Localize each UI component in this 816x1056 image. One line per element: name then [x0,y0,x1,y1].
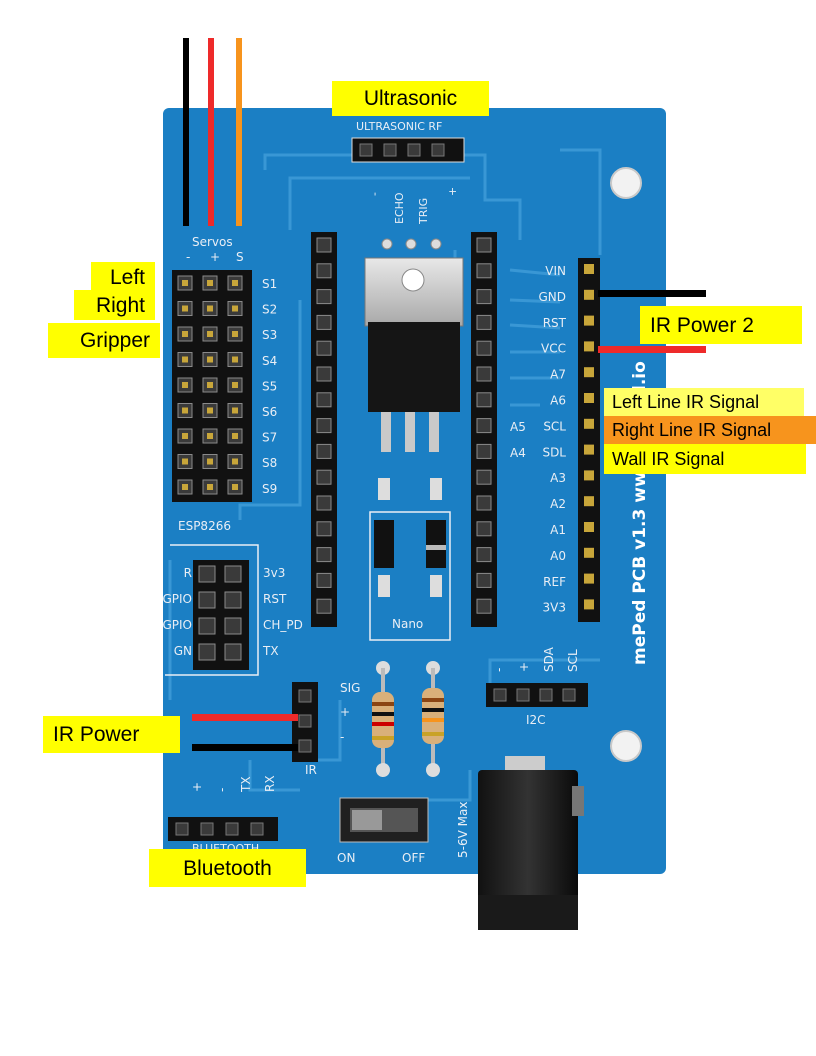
servo-slot-label: S7 [262,431,277,445]
ultra-pin-label: TRIG [417,198,430,225]
left-servo-callout: Left [91,262,155,292]
servo-slot-label: S4 [262,354,277,368]
servo-slot-label: S1 [262,277,277,291]
servo-slot-label: S6 [262,405,277,419]
ultrasonic-pin-labels: - ECHO TRIG + [368,187,459,225]
bt-pin-label: - [215,788,229,792]
servo-slot-label: S2 [262,303,277,317]
pcb-board [163,108,666,874]
voltage-regulator [364,238,464,452]
i2c-pin-label: + [517,662,531,672]
ultra-pin-label: - [368,192,381,196]
nano-pin-label: A0 [550,549,566,563]
nano-right-header [471,232,497,627]
esp-right-label: 3v3 [263,566,285,580]
ir-power-callout: IR Power [43,716,180,753]
servo-slot-label: S9 [262,482,277,496]
esp-left-label: GN [174,644,192,658]
switch-on-label: ON [337,851,355,865]
servo-slot-label: S3 [262,328,277,342]
nano-pin-label: A2 [550,497,566,511]
nano-left-header [311,232,337,627]
nano-pin-label: 3V3 [543,601,566,615]
diodes [374,478,446,597]
esp-right-label: CH_PD [263,618,303,632]
servos-label: Servos [192,235,233,249]
nano-pin-label: VCC [541,342,566,356]
esp-right-label: RST [263,592,287,606]
nano-pin-label: A3 [550,471,566,485]
esp-right-label: TX [262,644,279,658]
esp8266-label: ESP8266 [178,519,231,533]
nano-pin-label: SCL [543,419,566,433]
bt-pin-label: RX [263,775,277,792]
nano-pin-label: A1 [550,523,566,537]
ir2-black-wire [598,290,706,297]
ir-label: IR [305,763,317,777]
ir-red-wire [192,714,298,721]
i2c-label: I2C [526,713,546,727]
right-line-ir-callout: Right Line IR Signal [604,416,816,444]
wall-ir-callout: Wall IR Signal [604,444,806,474]
nano-a4-label: A4 [510,446,526,460]
servo-slot-label: S5 [262,379,277,393]
ultrasonic-callout: Ultrasonic [332,81,489,116]
bt-pin-label: TX [239,776,253,793]
resistors [372,661,444,777]
ir-minus-label: - [340,730,344,744]
nano-pin-label: RST [543,316,567,330]
bluetooth-callout: Bluetooth [149,849,306,887]
servo-pol-minus: - [186,250,190,264]
servo-pol-s: S [236,250,244,264]
ultra-pin-label: ECHO [393,192,406,224]
esp-left-label: GPIO [162,618,192,632]
switch-off-label: OFF [402,851,425,865]
nano-pin-label: REF [543,575,566,589]
mounting-hole [610,167,642,199]
nano-label: Nano [392,617,423,631]
nano-pin-label: SDL [542,445,566,459]
ultrasonic-rf-label: ULTRASONIC RF [356,120,442,133]
ir-black-wire [192,744,298,751]
i2c-pin-label: SCL [566,649,580,672]
mounting-hole [610,730,642,762]
nano-pin-label: VIN [545,264,566,278]
servo-pol-plus: + [210,250,220,264]
ir-plus-label: + [340,705,350,719]
esp-left-label: R [184,566,192,580]
servo-wires [183,38,242,226]
i2c-pin-label: - [492,668,506,672]
esp-left-label: GPIO [162,592,192,606]
i2c-pin-label: SDA [542,646,556,672]
ir2-red-wire [598,346,706,353]
ir-power-2-callout: IR Power 2 [640,306,802,344]
servo-slot-label: S8 [262,456,277,470]
nano-pin-label: GND [538,290,566,304]
right-servo-callout: Right [74,290,155,320]
gripper-servo-callout: Gripper [48,323,160,358]
nano-pin-label: A6 [550,394,566,408]
nano-a5-label: A5 [510,420,526,434]
servo-header-block [172,270,252,502]
ir-sig-label: SIG [340,681,360,695]
nano-pin-label: A7 [550,368,566,382]
left-line-ir-callout: Left Line IR Signal [604,388,804,416]
esp8266-header [193,560,249,670]
ultra-pin-label: + [446,187,459,196]
bt-pin-label: + [190,782,204,792]
voltage-label: 5-6V Max [456,802,470,858]
ir-sensor-header [578,258,600,622]
dc-power-jack [478,756,584,930]
